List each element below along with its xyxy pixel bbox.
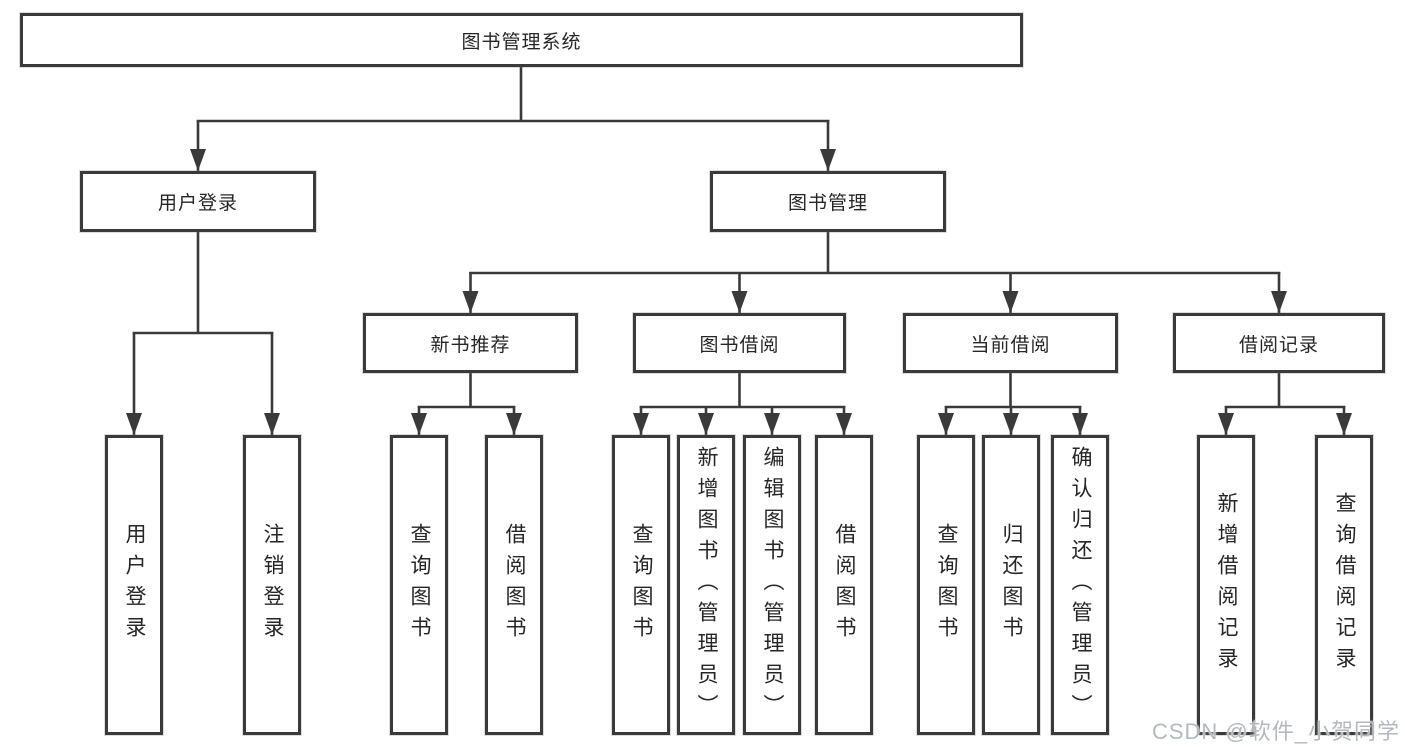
leaf-query-books-current: 查询图书 bbox=[917, 435, 975, 735]
node-library-management-system: 图书管理系统 bbox=[20, 13, 1023, 67]
leaf-borrow-books-recommend: 借阅图书 bbox=[485, 435, 543, 735]
node-current-borrowing: 当前借阅 bbox=[903, 313, 1118, 373]
leaf-confirm-return-admin: 确认归还（管理员） bbox=[1051, 435, 1109, 735]
node-new-book-recommendation: 新书推荐 bbox=[363, 313, 578, 373]
csdn-watermark: CSDN @软件_小贺同学 bbox=[1151, 719, 1400, 744]
leaf-user-login: 用户登录 bbox=[105, 435, 163, 735]
node-book-management: 图书管理 bbox=[710, 171, 946, 232]
node-user-login: 用户登录 bbox=[80, 171, 316, 232]
leaf-query-books-borrowing: 查询图书 bbox=[612, 435, 670, 735]
node-book-borrowing: 图书借阅 bbox=[633, 313, 846, 373]
leaf-query-borrow-record: 查询借阅记录 bbox=[1315, 435, 1373, 735]
leaf-edit-book-admin: 编辑图书（管理员） bbox=[743, 435, 801, 735]
leaf-logout: 注销登录 bbox=[243, 435, 301, 735]
leaf-borrow-books-borrowing: 借阅图书 bbox=[815, 435, 873, 735]
leaf-return-book: 归还图书 bbox=[982, 435, 1040, 735]
leaf-query-books-recommend: 查询图书 bbox=[390, 435, 448, 735]
node-borrowing-records: 借阅记录 bbox=[1173, 313, 1385, 373]
leaf-add-borrow-record: 新增借阅记录 bbox=[1197, 435, 1255, 735]
leaf-add-book-admin: 新增图书（管理员） bbox=[677, 435, 735, 735]
